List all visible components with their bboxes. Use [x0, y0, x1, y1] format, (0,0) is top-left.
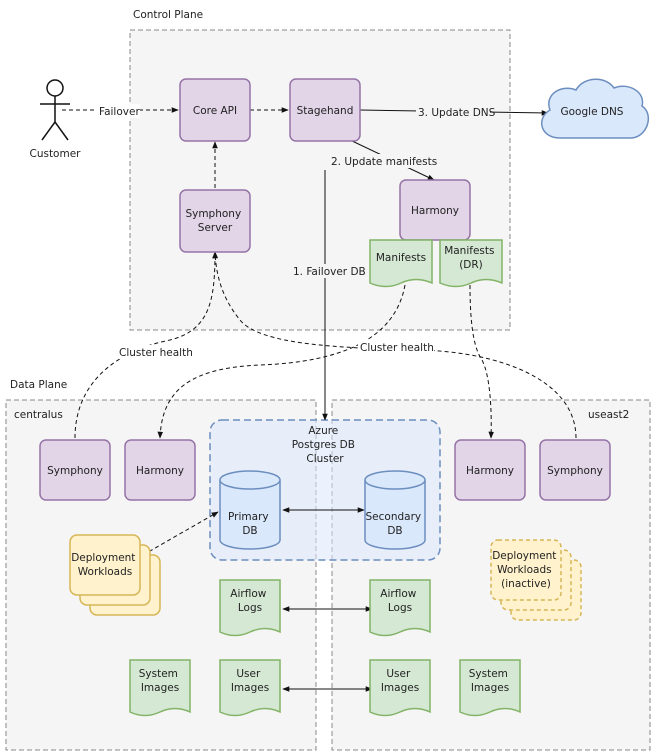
edge-cluster-health-right: [212, 251, 577, 439]
harmony-cp-node: [399, 179, 471, 241]
manifests-label: Manifests: [376, 252, 426, 264]
deployment-central-label: Deployment Workloads: [71, 552, 139, 578]
user-images-right-label: User Images: [381, 668, 419, 694]
label-update-dns: 3. Update DNS: [418, 107, 496, 119]
system-images-left-label: System Images: [139, 668, 182, 694]
deployment-central-stack: [69, 534, 161, 616]
symphony-central-label: Symphony: [47, 465, 103, 477]
harmony-east-node: [454, 439, 526, 501]
airflow-logs-right-label: Airflow Logs: [380, 588, 419, 614]
user-images-left-label: User Images: [231, 668, 269, 694]
stagehand-node: [289, 78, 361, 142]
harmony-cp-label: Harmony: [411, 205, 459, 217]
secondary-db-node: [364, 470, 426, 550]
label-failover: Failover: [99, 106, 140, 118]
primary-db-node: [219, 470, 281, 550]
manifests-doc: [369, 239, 433, 288]
label-cluster-health-right: Cluster health: [360, 342, 434, 354]
system-images-right-label: System Images: [469, 668, 512, 694]
centralus-label: centralus: [14, 409, 63, 421]
symphony-east-node: [539, 439, 611, 501]
azure-cluster-label: Azure Postgres DB Cluster: [292, 425, 359, 465]
google-dns-cloud: [540, 78, 650, 139]
control-plane-label: Control Plane: [133, 9, 203, 21]
system-images-right-doc: [459, 659, 521, 717]
symphony-central-node: [39, 439, 111, 501]
core-api-node: [179, 78, 251, 142]
customer-actor: [40, 79, 70, 141]
deployment-east-stack: [490, 539, 582, 621]
symphony-east-label: Symphony: [547, 465, 603, 477]
symphony-server-label: Symphony Server: [185, 208, 244, 234]
edge-cluster-health-left: [74, 251, 218, 439]
manifests-dr-label: Manifests (DR): [444, 245, 498, 271]
google-dns-label: Google DNS: [561, 106, 624, 118]
user-images-left-doc: [219, 659, 281, 717]
primary-db-label: Primary DB: [228, 511, 272, 537]
symphony-server-node: [179, 189, 251, 253]
secondary-db-label: Secondary DB: [366, 511, 425, 537]
harmony-east-label: Harmony: [466, 465, 514, 477]
stagehand-label: Stagehand: [297, 105, 354, 117]
manifests-dr-doc: [439, 239, 503, 288]
airflow-logs-left-label: Airflow Logs: [230, 588, 269, 614]
airflow-logs-left-doc: [219, 579, 281, 637]
customer-label: Customer: [29, 148, 81, 160]
harmony-central-node: [124, 439, 196, 501]
useast2-label: useast2: [588, 409, 629, 421]
edge-deployment-to-primary: [142, 511, 219, 556]
label-cluster-health-left: Cluster health: [119, 347, 193, 359]
core-api-label: Core API: [193, 105, 237, 117]
airflow-logs-right-doc: [369, 579, 431, 637]
system-images-left-doc: [129, 659, 191, 717]
deployment-east-label: Deployment Workloads (inactive): [492, 550, 560, 590]
harmony-central-label: Harmony: [136, 465, 184, 477]
data-plane-label: Data Plane: [10, 379, 67, 391]
label-failover-db: 1. Failover DB: [293, 266, 366, 278]
edge-manifests-dr-to-harmony-east: [469, 284, 495, 439]
user-images-right-doc: [369, 659, 431, 717]
label-update-manifests: 2. Update manifests: [331, 156, 437, 168]
